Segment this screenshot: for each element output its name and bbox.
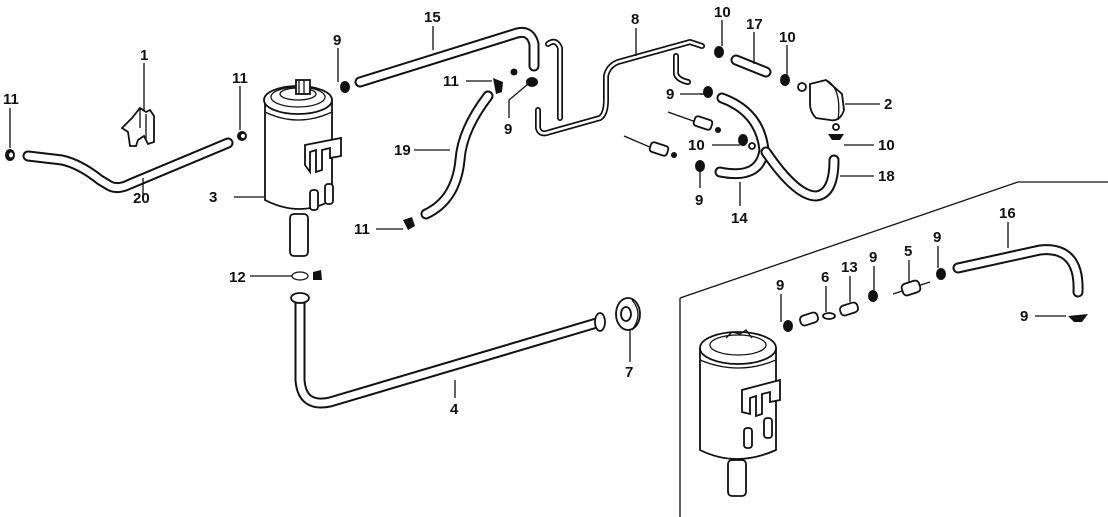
callout-9: 9 <box>933 229 941 246</box>
callout-19: 19 <box>394 142 411 159</box>
callout-11: 11 <box>443 73 459 90</box>
callout-10: 10 <box>714 4 731 21</box>
callout-5: 5 <box>904 243 912 260</box>
callout-10: 10 <box>779 29 796 46</box>
callout-10: 10 <box>688 137 705 154</box>
hose-19 <box>420 90 494 220</box>
canister-3 <box>263 79 342 257</box>
pipe-end <box>510 68 518 76</box>
clip-9-right <box>703 86 713 98</box>
bracket-1 <box>120 106 155 147</box>
clip-11-hose19-top <box>493 78 503 94</box>
inset-clip-9d <box>1068 314 1088 322</box>
tube-13 <box>839 301 859 317</box>
callout-7: 7 <box>625 364 633 381</box>
callout-9: 9 <box>333 32 341 49</box>
connector-lower <box>623 135 677 158</box>
clip-11-hose19-bottom <box>403 217 415 230</box>
tube-17 <box>730 54 772 78</box>
washer-6 <box>822 312 836 320</box>
callout-20: 20 <box>133 190 150 207</box>
pipe-4 <box>290 292 606 409</box>
inset-canister <box>699 329 781 497</box>
inset-tube <box>799 311 819 327</box>
inset-frame <box>679 181 1108 517</box>
o-ring-12 <box>291 270 322 281</box>
callout-12: 12 <box>229 269 246 286</box>
callout-9: 9 <box>504 121 512 138</box>
clip-10-mid <box>738 134 748 146</box>
inset-clip-9c <box>936 268 946 280</box>
inset-clip-9b <box>868 290 878 302</box>
callout-4: 4 <box>450 401 459 418</box>
filter-5 <box>892 279 931 297</box>
callout-8: 8 <box>631 11 639 28</box>
grommet-7 <box>615 297 641 331</box>
hose-14 <box>952 244 1084 298</box>
pipe-stub <box>748 142 756 150</box>
leader-lines <box>9 20 1066 398</box>
callout-18: 18 <box>878 168 895 185</box>
clip-9-hose16 <box>340 81 350 93</box>
clip-9-pipe8 <box>526 77 538 87</box>
hose-20 <box>22 137 234 194</box>
clip-10-tube17 <box>780 74 790 86</box>
callout-9: 9 <box>869 249 877 266</box>
callout-2: 2 <box>884 96 892 113</box>
callout-9: 9 <box>666 86 674 103</box>
callout-1: 1 <box>140 47 148 64</box>
connector-upper <box>667 111 721 133</box>
hose-16 <box>354 26 540 88</box>
callout-9: 9 <box>695 192 703 209</box>
valve-2 <box>797 79 845 140</box>
callout-17: 17 <box>746 16 763 33</box>
callout-14: 16 <box>999 205 1016 222</box>
inset-clip-9a <box>783 320 793 332</box>
pipe-8 <box>535 38 705 137</box>
callout-13: 13 <box>841 259 858 276</box>
callout-3: 3 <box>209 189 217 206</box>
clip-9-lower <box>695 160 705 172</box>
callout-9: 9 <box>776 277 784 294</box>
callout-15: 14 <box>731 210 748 227</box>
callout-10: 10 <box>878 137 895 154</box>
callout-11: 11 <box>3 91 19 108</box>
callout-9: 9 <box>1020 308 1028 325</box>
clip-11-upper <box>237 131 247 141</box>
clip-11-left <box>5 149 15 161</box>
hose-18 <box>760 146 840 202</box>
callout-16: 15 <box>424 9 441 26</box>
callout-6: 6 <box>821 269 829 286</box>
clip-10-top <box>714 46 724 58</box>
callout-11: 11 <box>354 221 370 238</box>
callout-11: 11 <box>232 70 248 87</box>
